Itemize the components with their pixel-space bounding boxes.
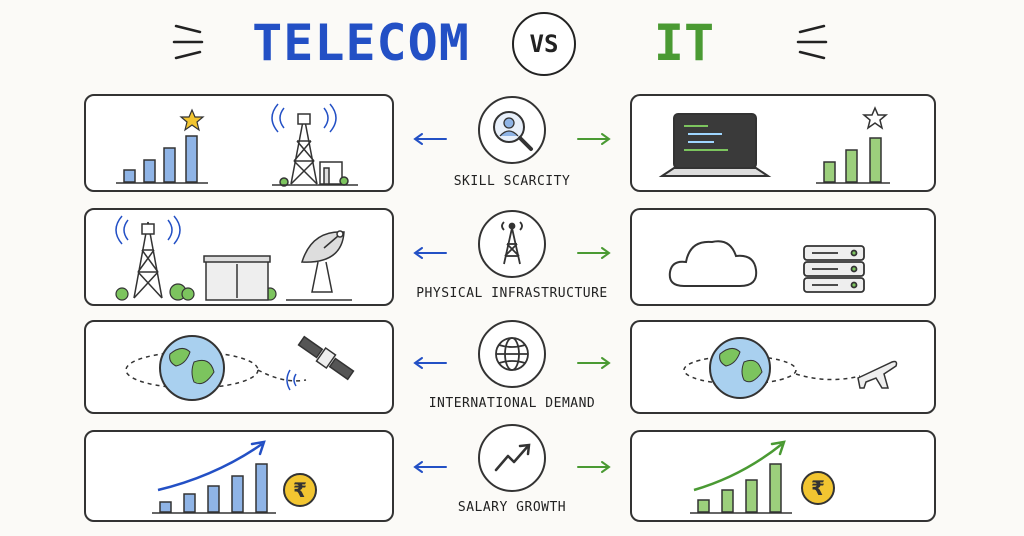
- label-international-demand: INTERNATIONAL DEMAND: [428, 396, 596, 411]
- trend-up-icon: [494, 443, 531, 472]
- arrow-left-icon: [413, 247, 447, 259]
- magnifier-person-icon: [493, 111, 533, 151]
- earth-icon: [709, 337, 771, 399]
- title-it: IT: [653, 14, 715, 72]
- cell-tower-icon: [271, 103, 337, 185]
- tower-icon: [501, 221, 523, 265]
- growth-chart-icon: [152, 440, 276, 514]
- title-telecom: TELECOM: [252, 14, 470, 72]
- it-salary-illustration: ₹: [690, 440, 835, 514]
- telecom-demand-illustration: [125, 335, 355, 401]
- equipment-shed-icon: [272, 161, 358, 187]
- international-demand-circle: [478, 320, 546, 388]
- telecom-panel-salary-growth: ₹: [84, 430, 394, 522]
- label-physical-infrastructure: PHYSICAL INFRASTRUCTURE: [416, 286, 608, 301]
- arrow-right-icon: [577, 247, 611, 259]
- arrow-right-icon: [577, 461, 611, 473]
- salary-growth-circle: [478, 424, 546, 492]
- satellite-icon: [297, 335, 355, 381]
- telecom-skill-illustration: [116, 103, 358, 187]
- star-icon: [179, 108, 205, 132]
- arrow-left-icon: [413, 133, 447, 145]
- satellite-dish-icon: [286, 230, 352, 301]
- it-demand-illustration: [683, 337, 898, 399]
- arrow-right-icon: [577, 357, 611, 369]
- telecom-panel-skill-scarcity: [84, 94, 394, 192]
- it-panel-international-demand: [630, 320, 936, 414]
- arrow-right-icon: [577, 133, 611, 145]
- emphasis-marks-left-icon: [172, 24, 204, 60]
- growth-chart-icon: [690, 440, 792, 514]
- telecom-infra-illustration: [115, 215, 352, 301]
- vs-badge: VS: [512, 12, 576, 76]
- label-skill-scarcity: SKILL SCARCITY: [453, 174, 571, 189]
- cell-tower-icon: [115, 215, 181, 299]
- label-salary-growth: SALARY GROWTH: [457, 500, 567, 515]
- rupee-coin-icon: ₹: [283, 473, 317, 507]
- svg-text:₹: ₹: [811, 476, 825, 500]
- svg-text:₹: ₹: [293, 478, 307, 502]
- it-panel-physical-infrastructure: [630, 208, 936, 306]
- telecom-salary-illustration: ₹: [152, 440, 317, 514]
- physical-infrastructure-circle: [478, 210, 546, 278]
- earth-icon: [159, 335, 225, 401]
- laptop-code-icon: [658, 113, 772, 177]
- it-skill-illustration: [658, 106, 890, 184]
- skill-scarcity-circle: [478, 96, 546, 164]
- it-infra-illustration: [668, 240, 865, 293]
- telecom-panel-international-demand: [84, 320, 394, 414]
- globe-icon: [495, 337, 529, 371]
- star-icon: [861, 106, 889, 130]
- server-rack-icon: [803, 245, 865, 293]
- it-panel-skill-scarcity: [630, 94, 936, 192]
- arrow-left-icon: [413, 461, 447, 473]
- cabinet-icon: [203, 255, 271, 301]
- airplane-icon: [857, 360, 898, 389]
- emphasis-marks-right-icon: [796, 24, 828, 60]
- arrow-left-icon: [413, 357, 447, 369]
- it-panel-salary-growth: ₹: [630, 430, 936, 522]
- bar-chart-icon: [816, 137, 890, 184]
- cloud-icon: [668, 240, 758, 287]
- telecom-panel-physical-infrastructure: [84, 208, 394, 306]
- rupee-coin-icon: ₹: [801, 471, 835, 505]
- bar-chart-icon: [116, 135, 208, 184]
